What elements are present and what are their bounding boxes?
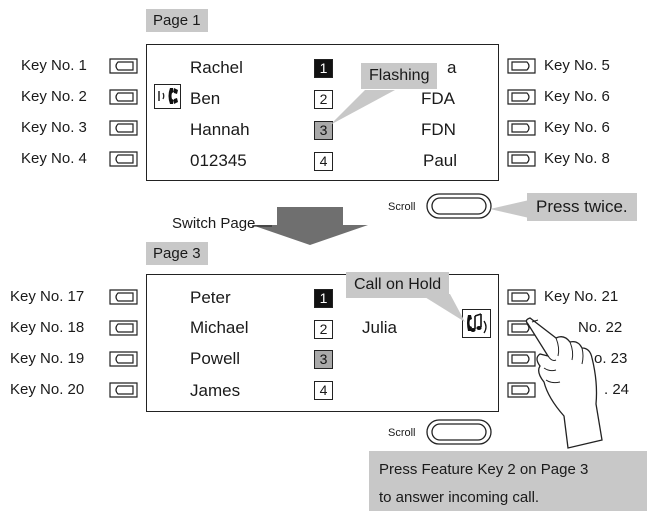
name-powell: Powell: [190, 349, 241, 368]
instruction-line-1: Press Feature Key 2 on Page 3: [379, 461, 589, 478]
left-keys-page-1[interactable]: [108, 58, 140, 168]
right-keys-page-1[interactable]: [506, 58, 540, 168]
key-label-18: Key No. 18: [10, 319, 85, 336]
incoming-call-handset-icon: [154, 84, 181, 109]
key-label-21: Key No. 21: [544, 288, 619, 305]
flashing-callout: Flashing: [361, 63, 438, 89]
key-label-17: Key No. 17: [10, 288, 85, 305]
name-paul: Paul: [423, 151, 458, 170]
key-label-1: Key No. 1: [21, 57, 87, 74]
press-twice-pointer: [490, 198, 538, 220]
p3-line-key-2-indicator: 2: [314, 320, 333, 339]
call-on-hold-callout: Call on Hold: [346, 272, 450, 298]
key-label-23: o. 23: [594, 350, 628, 367]
instruction-line-2: to answer incoming call.: [379, 489, 540, 506]
line-key-4-indicator: 4: [314, 152, 333, 171]
key-label-22: No. 22: [578, 319, 623, 336]
name-fda: FDA: [421, 89, 455, 108]
name-james: James: [190, 381, 241, 400]
scroll-button-1[interactable]: [426, 193, 496, 221]
key-label-2: Key No. 2: [21, 88, 87, 105]
name-hannah: Hannah: [190, 120, 250, 139]
page-3-label: Page 3: [146, 242, 208, 265]
key-label-24: . 24: [604, 381, 630, 398]
name-peter: Peter: [190, 288, 231, 307]
name-fdn: FDN: [421, 120, 456, 139]
name-012345: 012345: [190, 151, 247, 170]
key-label-5: Key No. 5: [544, 57, 610, 74]
name-ben: Ben: [190, 89, 221, 108]
p3-line-key-4-indicator: 4: [314, 381, 333, 400]
call-on-hold-icon: [462, 309, 491, 338]
line-key-2-indicator: 2: [314, 90, 333, 109]
name-julia: Julia: [362, 318, 397, 337]
p3-line-key-3-indicator: 3: [314, 350, 333, 369]
name-michael: Michael: [190, 318, 249, 337]
key-label-4: Key No. 4: [21, 150, 87, 167]
p3-line-key-1-indicator: 1: [314, 289, 333, 308]
key-label-6a: Key No. 6: [544, 88, 610, 105]
scroll-label-2: Scroll: [388, 427, 416, 439]
page-1-label: Page 1: [146, 9, 208, 32]
key-label-8: Key No. 8: [544, 150, 610, 167]
key-label-3: Key No. 3: [21, 119, 87, 136]
switch-page-label: Switch Page: [172, 215, 256, 232]
scroll-label-1: Scroll: [388, 201, 416, 213]
left-keys-page-3[interactable]: [108, 289, 140, 399]
name-a: a: [447, 58, 457, 77]
instruction-box: Press Feature Key 2 on Page 3 to answer …: [369, 451, 647, 511]
key-label-20: Key No. 20: [10, 381, 85, 398]
pointing-hand-icon: [525, 317, 603, 449]
down-arrow-icon: [252, 207, 368, 245]
press-twice-callout: Press twice.: [527, 193, 637, 221]
flashing-callout-pointer: [330, 90, 395, 125]
line-key-1-indicator: 1: [314, 59, 333, 78]
name-rachel: Rachel: [190, 58, 243, 77]
scroll-button-2[interactable]: [426, 419, 496, 447]
key-label-6b: Key No. 6: [544, 119, 610, 136]
line-key-3-indicator: 3: [314, 121, 333, 140]
key-label-19: Key No. 19: [10, 350, 85, 367]
call-on-hold-pointer: [420, 294, 465, 322]
right-keys-page-3[interactable]: [506, 289, 540, 399]
